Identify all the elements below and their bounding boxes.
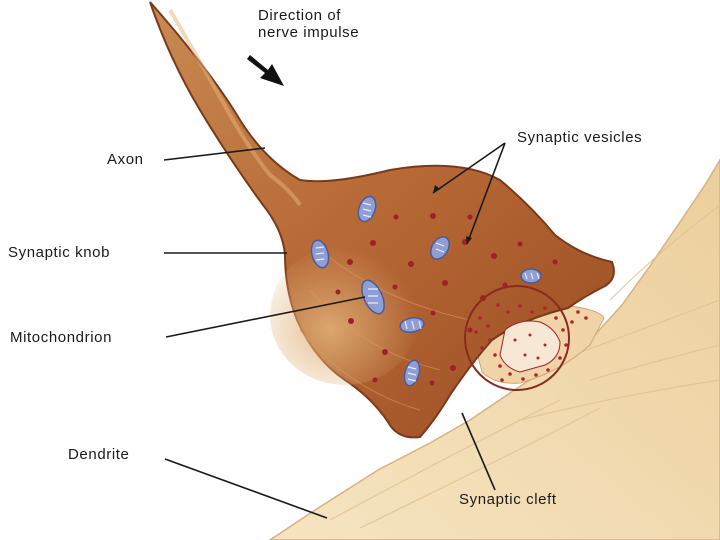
mitochondrion bbox=[310, 239, 330, 269]
leader-lines bbox=[163, 142, 506, 519]
label-dendrite: Dendrite bbox=[68, 446, 130, 463]
label-direction-line-1: Direction of bbox=[258, 7, 342, 24]
mitochondrion bbox=[403, 359, 421, 387]
leader-axon bbox=[163, 147, 266, 161]
mitochondria bbox=[310, 195, 542, 387]
release-zone bbox=[464, 285, 588, 391]
label-direction-line-2: nerve impulse bbox=[258, 24, 360, 41]
mitochondrion bbox=[361, 279, 385, 315]
leader-vesicles-2 bbox=[466, 142, 506, 245]
label-mitochondrion: Mitochondrion bbox=[10, 329, 113, 346]
leader-dendrite bbox=[164, 458, 328, 519]
label-direction-of-nerve-impulse: Direction of nerve impulse bbox=[258, 7, 418, 41]
mitochondrion bbox=[430, 236, 450, 260]
label-synaptic-vesicles: Synaptic vesicles bbox=[517, 129, 643, 146]
mitochondrion bbox=[399, 317, 425, 333]
arrow-icon bbox=[247, 55, 284, 86]
synaptic-vesicles bbox=[335, 213, 558, 386]
mitochondrion bbox=[357, 195, 377, 223]
knob-highlight bbox=[270, 245, 420, 385]
label-synaptic-knob: Synaptic knob bbox=[8, 244, 111, 261]
leader-mitochondrion bbox=[165, 296, 366, 338]
label-axon: Axon bbox=[107, 151, 144, 168]
leader-vesicles-1 bbox=[432, 142, 506, 194]
mitochondrion bbox=[520, 268, 542, 284]
label-synaptic-cleft: Synaptic cleft bbox=[459, 491, 557, 508]
leader-synaptic-cleft bbox=[461, 412, 496, 491]
dendrite-fibers bbox=[329, 204, 720, 529]
